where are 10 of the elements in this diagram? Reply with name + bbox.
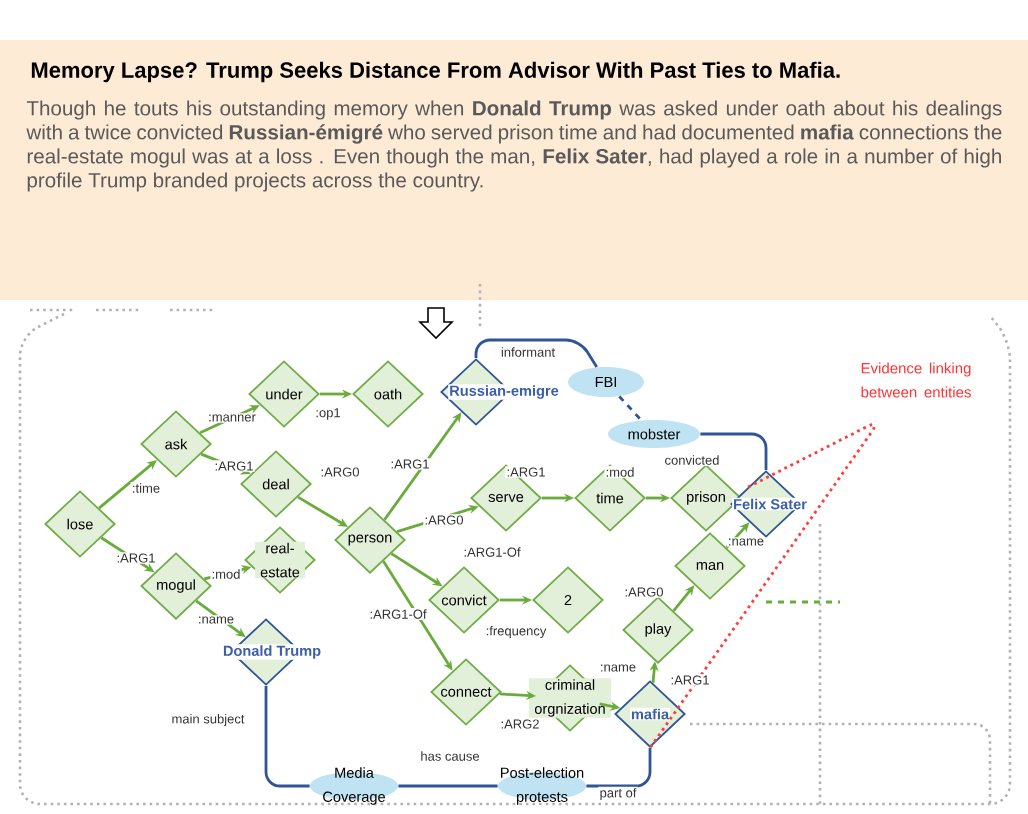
article-text: Though he touts his outstanding memory when Donald Trump was asked under oath about his dealings with a twice convicted Russian-émigré who served prison time and had documented mafia connections the real-estate mogul was at a loss . Even though the man, Felix Sater, had played a role in a number of high profile Trump branded projects across the country.: [26, 100, 1002, 192]
connector-line: [474, 338, 598, 368]
connector-line: [700, 432, 768, 471]
connector-line: [264, 685, 310, 788]
arrow: [297, 495, 348, 527]
headline: Memory Lapse? Trump Seeks Distance From Advisor With Past Ties to Mafia.: [31, 61, 840, 83]
connector-line: [586, 747, 652, 788]
evidence-line: [648, 423, 876, 749]
connector-line: [618, 395, 643, 422]
connector-line: [398, 784, 498, 788]
